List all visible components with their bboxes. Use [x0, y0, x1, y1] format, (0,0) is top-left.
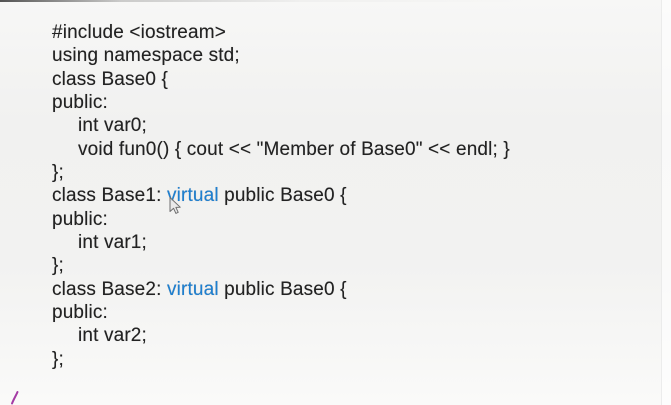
right-edge-strip	[661, 0, 671, 405]
code-token: int var2;	[78, 325, 147, 347]
code-line: class Base2: virtual public Base0 {	[52, 278, 661, 301]
keyword-token: virtual	[166, 185, 219, 207]
code-token: };	[52, 348, 64, 370]
code-line: public:	[52, 91, 661, 114]
code-token: int var0;	[78, 115, 147, 137]
code-token: void fun0() { cout << "Member of Base0" …	[78, 138, 510, 160]
code-token: public:	[52, 208, 108, 230]
code-token: public Base0 {	[218, 185, 347, 207]
code-token: #include <iostream>	[52, 22, 226, 43]
code-line: };	[52, 254, 661, 277]
code-line: void fun0() { cout << "Member of Base0" …	[52, 138, 661, 161]
code-token: class Base1:	[52, 185, 167, 207]
code-line: int var1;	[52, 231, 661, 254]
mouse-cursor-icon[interactable]	[169, 197, 182, 215]
top-edge-line	[0, 0, 671, 2]
code-line: class Base0 {	[52, 68, 661, 91]
code-token: };	[52, 162, 64, 184]
code-token: };	[52, 255, 64, 277]
code-token: public:	[52, 302, 108, 324]
code-token: int var1;	[78, 232, 147, 254]
pen-annotation-icon	[11, 391, 19, 405]
keyword-token: virtual	[166, 278, 219, 300]
code-token: using namespace std;	[52, 45, 240, 67]
code-token: class Base2:	[52, 278, 167, 300]
code-line: int var0;	[52, 114, 661, 137]
code-line: int var2;	[52, 324, 661, 347]
code-line: };	[52, 161, 661, 184]
code-block: #include <iostream>using namespace std;c…	[52, 21, 661, 371]
code-line: class Base1: virtual public Base0 {	[52, 184, 661, 207]
code-token: class Base0 {	[52, 68, 169, 90]
code-token: public Base0 {	[218, 278, 347, 300]
code-line: public:	[52, 208, 661, 231]
code-line: using namespace std;	[52, 44, 661, 67]
code-line: public:	[52, 301, 661, 324]
code-line: #include <iostream>	[52, 21, 661, 44]
code-line: };	[52, 348, 661, 371]
code-token: public:	[52, 92, 108, 114]
